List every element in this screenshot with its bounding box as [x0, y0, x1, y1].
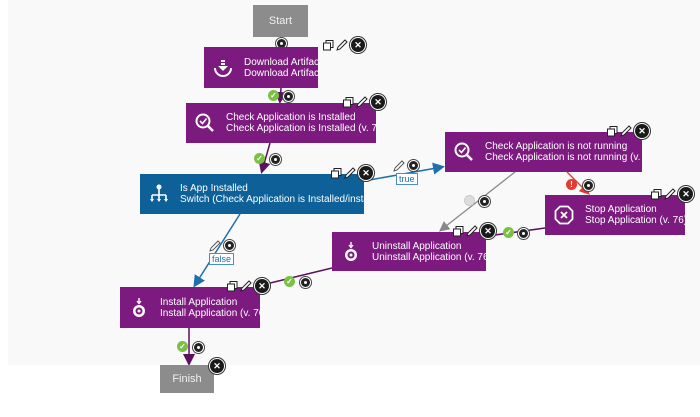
- copy-icon[interactable]: [226, 280, 238, 292]
- success-status-icon: ✓: [254, 153, 265, 164]
- edit-pencil-icon[interactable]: [240, 280, 252, 292]
- edit-pencil-icon[interactable]: [620, 125, 632, 137]
- node-title: Check Application is Installed: [226, 112, 356, 123]
- node-subtitle: Install Application (v. 76): [160, 307, 260, 319]
- edge-download-to-check-installed: [274, 87, 287, 104]
- node-download-artifacts[interactable]: Download ArtifactsDownload Artifacts (v.…: [204, 47, 318, 88]
- success-status-icon: ✓: [503, 227, 514, 238]
- edge-label-false[interactable]: false: [209, 253, 235, 265]
- delete-icon[interactable]: ✕: [209, 358, 225, 374]
- check-search-icon: [194, 112, 216, 134]
- node-title: Install Application: [160, 296, 238, 308]
- node-subtitle: Check Application is Installed (v. 76): [226, 123, 376, 134]
- finish-label: Finish: [172, 373, 202, 385]
- edge-uninstall-to-install: [261, 267, 333, 286]
- edit-pencil-icon[interactable]: [356, 96, 368, 108]
- finish-node[interactable]: Finish: [160, 365, 214, 393]
- false-edge-handle[interactable]: [224, 240, 235, 251]
- edit-pencil-icon[interactable]: [466, 225, 478, 237]
- check-not-running-node-tools: ✕: [606, 123, 650, 139]
- delete-icon[interactable]: ✕: [350, 37, 366, 53]
- install-disc-icon: [340, 241, 362, 263]
- edit-pencil-icon[interactable]: [344, 167, 356, 179]
- delete-icon[interactable]: ✕: [480, 223, 496, 239]
- always-edge-handle[interactable]: [479, 196, 490, 207]
- edge-check-not-running-to-uninstall: [438, 171, 516, 232]
- success-status-icon: ✓: [284, 276, 295, 287]
- download-icon: [212, 57, 234, 79]
- node-title: Uninstall Application: [372, 240, 462, 252]
- uninstall-node-tools: ✕: [452, 223, 496, 239]
- node-title: Download Artifacts: [244, 56, 318, 68]
- node-subtitle: Switch (Check Application is Installed/i…: [180, 194, 364, 205]
- copy-icon[interactable]: [322, 39, 334, 51]
- check-search-icon: [453, 141, 475, 163]
- edge-label-true[interactable]: true: [396, 173, 418, 185]
- start-node[interactable]: Start: [253, 5, 308, 37]
- node-subtitle: Check Application is not running (v. 76): [485, 152, 642, 163]
- stop-connector-handle[interactable]: [518, 228, 529, 239]
- node-subtitle: Download Artifacts (v. 21): [244, 67, 318, 79]
- edit-edge-pencil-icon[interactable]: [393, 160, 405, 172]
- switch-node-tools: ✕: [330, 165, 374, 181]
- download-connector-handle[interactable]: [283, 91, 294, 102]
- delete-icon[interactable]: ✕: [678, 186, 694, 202]
- edge-stop-to-uninstall: [487, 227, 546, 237]
- install-disc-icon: [128, 297, 150, 319]
- copy-icon[interactable]: [606, 125, 618, 137]
- check-installed-connector-handle[interactable]: [270, 154, 281, 165]
- delete-icon[interactable]: ✕: [254, 278, 270, 294]
- start-label: Start: [268, 15, 293, 27]
- node-subtitle: Stop Application (v. 76): [585, 215, 685, 226]
- copy-icon[interactable]: [330, 167, 342, 179]
- node-title: Stop Application: [585, 204, 657, 215]
- node-title: Is App Installed: [180, 183, 248, 194]
- failure-edge-handle[interactable]: [583, 180, 594, 191]
- edit-edge-pencil-icon[interactable]: [209, 240, 221, 252]
- edge-check-installed-to-switch: [258, 142, 271, 174]
- copy-icon[interactable]: [452, 225, 464, 237]
- delete-icon[interactable]: ✕: [358, 165, 374, 181]
- download-node-tools: ✕: [322, 37, 366, 53]
- copy-icon[interactable]: [342, 96, 354, 108]
- copy-icon[interactable]: [650, 188, 662, 200]
- install-node-tools: ✕: [226, 278, 270, 294]
- install-connector-handle[interactable]: [193, 342, 204, 353]
- node-title: Check Application is not running: [485, 141, 628, 152]
- stop-icon: [553, 204, 575, 226]
- edge-switch-false: [193, 213, 241, 288]
- always-status-icon: [464, 195, 475, 206]
- success-status-icon: ✓: [268, 90, 279, 101]
- failure-status-icon: !: [566, 179, 577, 190]
- delete-icon[interactable]: ✕: [370, 94, 386, 110]
- node-subtitle: Uninstall Application (v. 76): [372, 251, 486, 263]
- true-edge-handle[interactable]: [408, 160, 419, 171]
- stop-node-tools: ✕: [650, 186, 694, 202]
- success-status-icon: ✓: [177, 341, 188, 352]
- delete-icon[interactable]: ✕: [634, 123, 650, 139]
- uninstall-connector-handle[interactable]: [300, 277, 311, 288]
- edit-pencil-icon[interactable]: [336, 39, 348, 51]
- switch-icon: [148, 183, 170, 205]
- edit-pencil-icon[interactable]: [664, 188, 676, 200]
- check-installed-node-tools: ✕: [342, 94, 386, 110]
